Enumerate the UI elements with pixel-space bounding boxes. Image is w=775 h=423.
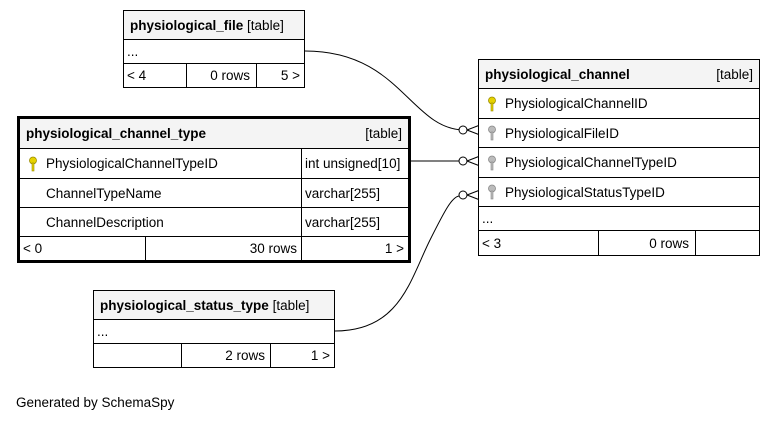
table-header: physiological_channel_type [table] [20,119,408,149]
footer-children-link[interactable] [696,231,759,255]
table-physiological-status-type[interactable]: physiological_status_type [table] ... 2 … [93,290,335,368]
primary-key-icon [488,96,496,111]
ellipsis: ... [482,211,494,226]
column-row[interactable]: PhysiologicalChannelTypeID int unsigned[… [20,149,408,179]
footer-parents-link[interactable]: < 4 [127,68,147,83]
table-physiological-channel-type[interactable]: physiological_channel_type [table] Physi… [17,116,411,263]
footer-parents-link[interactable]: < 3 [482,235,502,251]
column-name: PhysiologicalChannelTypeID [505,155,677,170]
footer-row-count: 0 rows [210,68,250,83]
column-name: ChannelDescription [46,214,164,230]
table-name: physiological_channel [485,66,630,82]
column-type: varchar[255] [305,214,381,230]
footer-row-count: 30 rows [249,241,297,256]
footer-children-link[interactable]: 1 > [310,348,330,363]
table-header: physiological_status_type [table] [94,291,334,320]
edge-status-optional-circle [458,190,468,200]
footer-row-count: 2 rows [225,348,265,363]
ellipsis-row: ... [124,40,304,64]
column-name: PhysiologicalStatusTypeID [505,184,665,200]
footer-children-link[interactable]: 1 > [384,241,404,256]
column-type: varchar[255] [305,185,381,201]
edge-status-crowfoot [466,189,481,201]
edge-file-optional-circle [458,125,468,135]
table-physiological-file[interactable]: physiological_file [table] ... < 4 0 row… [123,10,305,88]
footer-parents-link[interactable]: < 0 [23,241,43,256]
ellipsis-row: ... [94,320,334,344]
edge-file-to-channel [304,50,464,131]
table-kind: [table] [272,297,310,313]
column-row[interactable]: PhysiologicalStatusTypeID [479,178,759,207]
table-kind: [table] [247,17,284,33]
generated-by-label: Generated by SchemaSpy [16,395,175,410]
column-row[interactable]: PhysiologicalChannelTypeID [479,148,759,178]
table-name: physiological_file [130,17,244,33]
column-row[interactable]: ChannelDescription varchar[255] [20,208,408,237]
table-kind: [table] [365,126,402,141]
column-name: PhysiologicalChannelID [505,96,648,111]
foreign-key-icon [488,184,496,200]
table-header: physiological_channel [table] [479,60,759,89]
ellipsis: ... [97,324,109,339]
foreign-key-icon [488,155,496,170]
primary-key-icon [29,156,37,171]
edge-status-to-channel [334,195,460,332]
column-row[interactable]: PhysiologicalFileID [479,119,759,148]
table-footer: 2 rows 1 > [94,344,334,367]
ellipsis-row: ... [479,207,759,231]
footer-row-count: 0 rows [649,235,689,251]
table-kind: [table] [716,66,753,82]
column-row[interactable]: PhysiologicalChannelID [479,89,759,119]
column-name: PhysiologicalFileID [505,125,620,141]
table-header: physiological_file [table] [124,11,304,40]
table-name: physiological_channel_type [26,126,207,141]
edge-file-crowfoot [466,124,481,136]
column-name: PhysiologicalChannelTypeID [46,156,218,171]
column-name: ChannelTypeName [46,185,162,201]
edge-type-crowfoot [466,155,481,167]
foreign-key-icon [488,125,496,141]
column-row[interactable]: ChannelTypeName varchar[255] [20,179,408,208]
column-type: int unsigned[10] [305,156,401,171]
table-footer: < 0 30 rows 1 > [20,237,408,260]
table-footer: < 3 0 rows [479,231,759,255]
table-name: physiological_status_type [100,297,269,313]
edge-type-optional-circle [458,156,468,166]
ellipsis: ... [127,44,139,59]
footer-children-link[interactable]: 5 > [280,68,300,83]
table-physiological-channel[interactable]: physiological_channel [table] Physiologi… [478,59,760,256]
table-footer: < 4 0 rows 5 > [124,64,304,87]
